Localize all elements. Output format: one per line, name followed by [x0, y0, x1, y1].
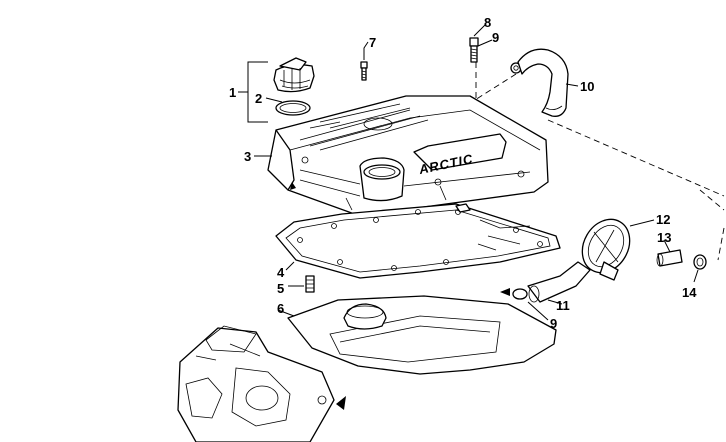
callout-8: 8: [484, 15, 491, 30]
callout-2: 2: [255, 91, 262, 106]
bolt-8: [469, 23, 493, 63]
callout-12: 12: [656, 212, 670, 227]
callout-bracket-1: [238, 61, 283, 123]
breather-hose: [517, 48, 569, 117]
callout-9-upper: 9: [492, 30, 499, 45]
callout-10: 10: [580, 79, 594, 94]
callout-7: 7: [369, 35, 376, 50]
callout-3: 3: [244, 149, 251, 164]
valve-cover: [267, 95, 549, 217]
fitting: [656, 249, 683, 267]
clamp-14: [693, 254, 707, 270]
callout-13: 13: [657, 230, 671, 245]
callout-1: 1: [229, 85, 236, 100]
callout-6: 6: [277, 301, 284, 316]
cover-gasket: [275, 203, 561, 279]
callout-14: 14: [682, 285, 697, 300]
callout-9-lower: 9: [550, 316, 557, 331]
plug-5: [305, 275, 315, 293]
o-ring: [275, 100, 311, 116]
callout-11: 11: [556, 298, 570, 313]
oil-filler-cap: [273, 57, 315, 93]
separator-cap: [581, 218, 631, 281]
clamp-lower: [500, 288, 528, 300]
bolt-7: [360, 41, 369, 81]
callout-4: 4: [277, 265, 285, 280]
vent-hose: [527, 261, 591, 303]
callout-5: 5: [277, 281, 284, 296]
baffle-plate: [287, 295, 557, 375]
engine-head: [177, 325, 346, 442]
